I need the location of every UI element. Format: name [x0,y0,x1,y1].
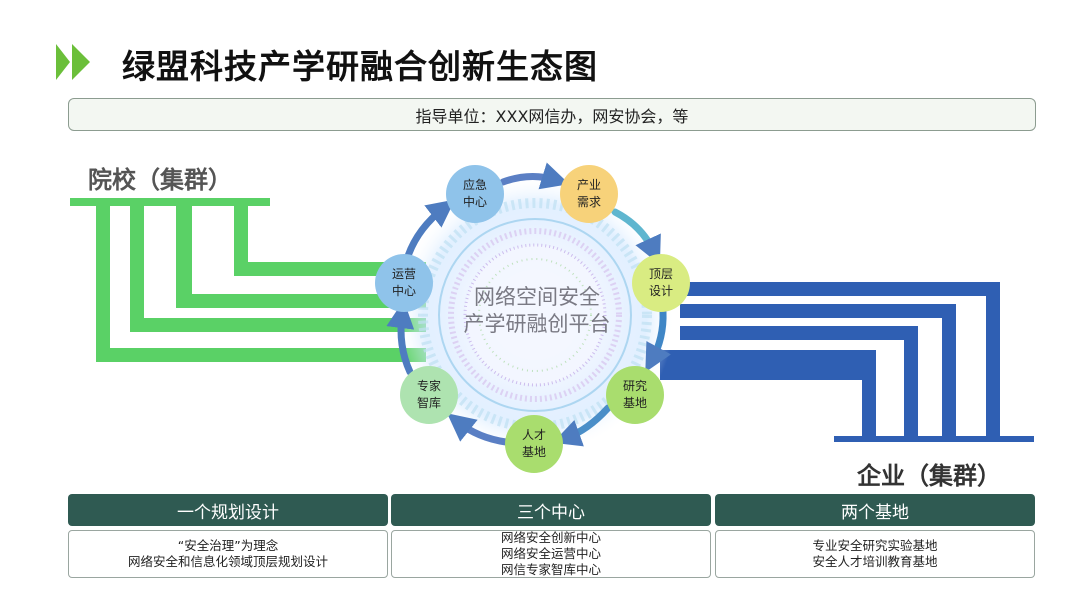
column-line: 网络安全创新中心 [500,530,601,545]
column-line: 网络安全运营中心 [500,546,601,561]
node-expert-think-tank: 专家智库 [400,366,458,424]
column-line: 网络安全和信息化领域顶层规划设计 [127,554,328,569]
guidance-text: 指导单位：XXX网信办，网安协会，等 [415,106,689,126]
platform-label: 网络空间安全 产学研融创平台 [432,284,642,338]
column-body-centers: 网络安全创新中心 网络安全运营中心 网信专家智库中心 [391,530,711,578]
column-line: “安全治理”为理念 [177,538,279,553]
column-body-bases: 专业安全研究实验基地 安全人才培训教育基地 [715,530,1035,578]
platform-label-line2: 产学研融创平台 [463,312,611,336]
node-research-base: 研究基地 [606,366,664,424]
enterprise-band [660,282,1034,442]
node-emergency-center: 应急中心 [446,165,504,223]
university-band [70,198,426,362]
platform-label-line1: 网络空间安全 [474,285,600,309]
column-header-planning: 一个规划设计 [68,494,388,526]
guidance-banner: 指导单位：XXX网信办，网安协会，等 [68,98,1036,131]
node-industry-demand: 产业需求 [560,165,618,223]
node-operations-center: 运营中心 [375,254,433,312]
column-body-planning: “安全治理”为理念 网络安全和信息化领域顶层规划设计 [68,530,388,578]
university-cluster-label: 院校（集群） [88,166,232,194]
node-talent-base: 人才基地 [505,415,563,473]
column-header-bases: 两个基地 [715,494,1035,526]
title-chevron-icon [56,44,90,80]
column-line: 安全人才培训教育基地 [812,554,938,569]
column-header-centers: 三个中心 [391,494,711,526]
page-title: 绿盟科技产学研融合创新生态图 [122,47,598,86]
node-top-level-design: 顶层设计 [632,254,690,312]
cycle-arrows [386,162,671,447]
column-line: 专业安全研究实验基地 [812,538,938,553]
column-line: 网信专家智库中心 [500,562,601,577]
enterprise-cluster-label: 企业（集群） [857,462,1001,490]
